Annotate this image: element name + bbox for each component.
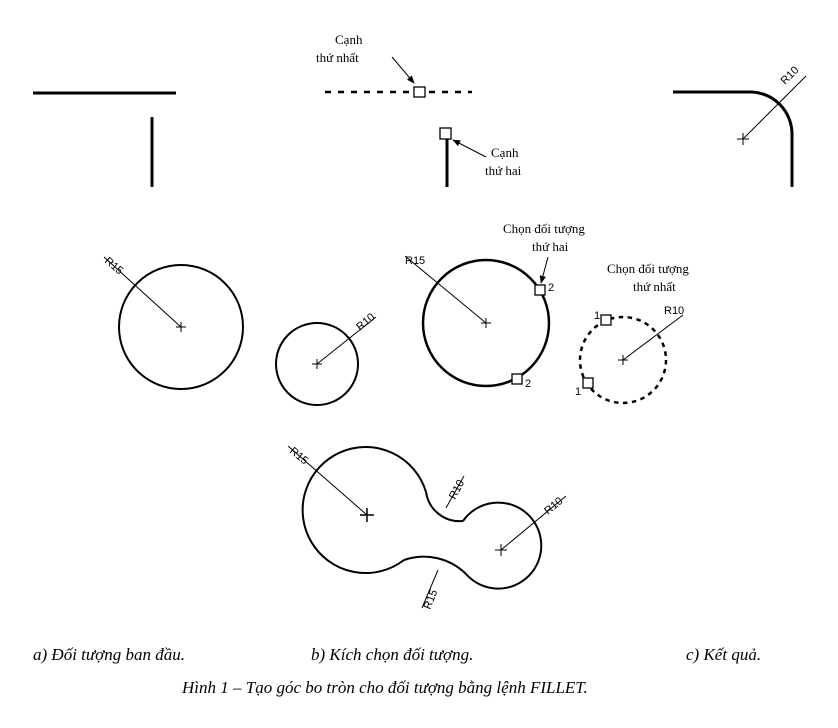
caption-c: c) Kết quả. <box>686 645 762 664</box>
lines-result: R10 <box>673 64 807 187</box>
label-first-edge-2: thứ nhất <box>316 50 359 65</box>
circle-r10-trimmed <box>462 501 543 590</box>
pick-box-first-bottom <box>582 377 594 389</box>
leader-pick-second <box>539 256 549 284</box>
circles-original: R15 R10 <box>102 255 377 406</box>
figure-caption: Hình 1 – Tạo góc bo tròn cho đối tượng b… <box>182 678 588 697</box>
lines-original <box>33 91 176 187</box>
radius-leader <box>404 255 487 324</box>
fillet-top-r10 <box>425 491 464 523</box>
radius-leader <box>316 316 377 365</box>
caption-b: b) Kích chọn đối tượng. <box>311 645 474 664</box>
pick-box-first <box>413 86 426 98</box>
leader-first-edge <box>391 56 415 84</box>
label-second-edge-1: Cạnh <box>491 145 519 160</box>
filleted-corner <box>673 90 794 187</box>
circle-r15 <box>421 258 551 388</box>
leader-fillet-r10 <box>445 475 465 509</box>
pick-number-2-top: 2 <box>548 282 554 294</box>
radius-leader <box>287 445 368 516</box>
label-pick-first-2: thứ nhất <box>633 279 676 294</box>
radius-leader <box>103 256 182 328</box>
pick-number-1-top: 1 <box>594 310 600 322</box>
pick-box-first-top <box>600 314 612 326</box>
label-pick-second-1: Chọn đối tượng <box>503 221 585 236</box>
dim-r10-b: R10 <box>664 305 684 317</box>
label-first-edge-1: Cạnh <box>335 32 363 47</box>
pick-number-1-bottom: 1 <box>575 386 581 398</box>
label-pick-first-1: Chọn đối tượng <box>607 261 689 276</box>
circles-picked: R15 2 2 Chọn đối tượng thứ hai R10 1 1 C… <box>404 221 689 405</box>
lines-picked: Cạnh thứ nhất Cạnh thứ hai <box>316 32 522 187</box>
pick-number-2-bottom: 2 <box>525 378 531 390</box>
leader-second-edge <box>452 139 487 158</box>
circle-r10 <box>275 322 359 406</box>
circles-result: R15 R10 R10 R15 <box>287 445 567 611</box>
dim-r10-fillet: R10 <box>447 478 467 501</box>
fillet-bottom-r15 <box>403 555 467 575</box>
circle-r15 <box>118 264 244 390</box>
dim-r15-fillet: R15 <box>422 588 441 611</box>
circle-r15-trimmed <box>301 446 427 574</box>
dim-r10-a: R10 <box>354 311 377 333</box>
pick-box-second <box>439 127 452 140</box>
dim-r10-c-small: R10 <box>542 495 565 517</box>
pick-box-second-bottom <box>511 373 523 385</box>
label-second-edge-2: thứ hai <box>485 163 522 178</box>
circle-r10-dashed <box>578 315 668 405</box>
caption-a: a) Đối tượng ban đầu. <box>33 645 185 664</box>
radius-leader <box>500 495 567 551</box>
leader-fillet-r15 <box>421 569 439 609</box>
dim-r15-b: R15 <box>405 255 425 267</box>
pick-box-second-top <box>534 284 546 296</box>
label-pick-second-2: thứ hai <box>532 239 569 254</box>
radius-leader <box>742 75 807 140</box>
radius-leader <box>622 314 684 361</box>
